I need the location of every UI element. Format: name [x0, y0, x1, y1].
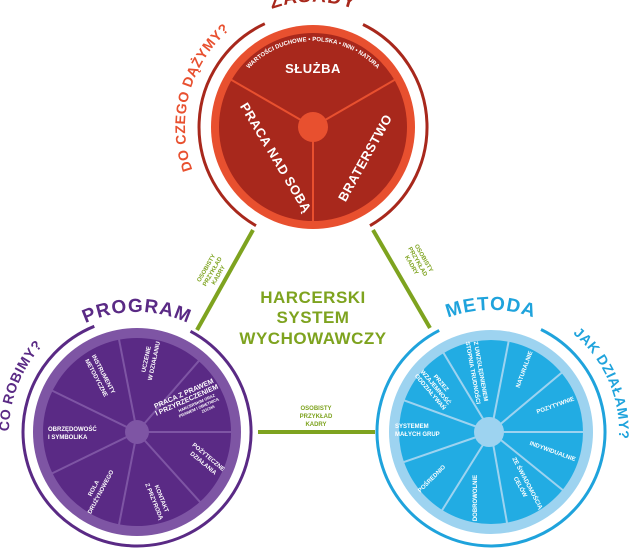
segment-divider [490, 340, 510, 433]
link-label-left: OSOBISTY PRZYKŁAD KADRY [197, 254, 227, 288]
link-label-line: KADRY [305, 422, 326, 428]
segment-sluzba: SŁUŻBA [285, 61, 341, 76]
segment-line: UCZENIE [141, 346, 152, 373]
segment-divider [136, 431, 202, 504]
segment-systemem: SYSTEMEM MAŁYCH GRUP [395, 424, 440, 438]
zasady-hub [298, 112, 328, 142]
link-label-bottom: OSOBISTY PRZYKŁAD KADRY [300, 406, 333, 428]
metoda-title: METODA [443, 294, 539, 323]
segment-divider [117, 338, 138, 433]
link-label-line: PRZYKŁAD [300, 414, 333, 420]
center-line: HARCERSKI [260, 288, 366, 307]
center-title: HARCERSKI SYSTEM WYCHOWAWCZY [239, 288, 386, 348]
segment-divider [490, 431, 509, 524]
segment-divider [136, 359, 201, 433]
program-hub [125, 420, 149, 444]
metoda-wheel: METODA JAK DZIAŁAMY? Z UWZGLĘDNIENIEM ST… [375, 294, 632, 548]
segment-divider [490, 371, 563, 433]
segment-line: MAŁYCH GRUP [395, 432, 440, 438]
segment-line: SYSTEMEM [395, 424, 429, 430]
zasady-dividers [230, 78, 396, 222]
link-label-line: OSOBISTY [300, 406, 331, 412]
segment-divider [51, 389, 138, 433]
connector-lines [195, 228, 432, 434]
zasady-title: ZASADY [267, 0, 359, 14]
segment-divider [230, 78, 314, 128]
segment-divider [490, 431, 564, 492]
program-wheel: PROGRAM CO ROBIMY? INSTRUMENTY METODYCZN… [0, 296, 253, 548]
segment-dobrowolnie: DOBROWOLNIE [473, 475, 479, 521]
program-dividers [51, 338, 232, 526]
segment-line: ZUCHA [201, 404, 216, 414]
center-line: SYSTEM [277, 308, 350, 327]
segment-line: I SYMBOLIKA [48, 435, 88, 441]
segment-line: OBRZĘDOWOŚĆ [48, 425, 97, 433]
segment-divider [117, 431, 138, 526]
segment-obrzedowosc: OBRZĘDOWOŚĆ I SYMBOLIKA [48, 425, 97, 441]
center-line: WYCHOWAWCZY [239, 329, 386, 348]
program-title: PROGRAM [79, 296, 194, 328]
metoda-ring [375, 328, 607, 548]
zasady-ring [197, 22, 429, 227]
metoda-hub [474, 417, 504, 447]
link-label-right: OSOBISTY PRZYKŁAD KADRY [403, 244, 433, 279]
segment-divider [312, 78, 396, 128]
segment-divider [51, 431, 138, 475]
zasady-wheel: ZASADY DO CZEGO DĄŻYMY? WARTOŚCI DUCHOWE… [172, 0, 429, 229]
program-ring [21, 324, 253, 548]
